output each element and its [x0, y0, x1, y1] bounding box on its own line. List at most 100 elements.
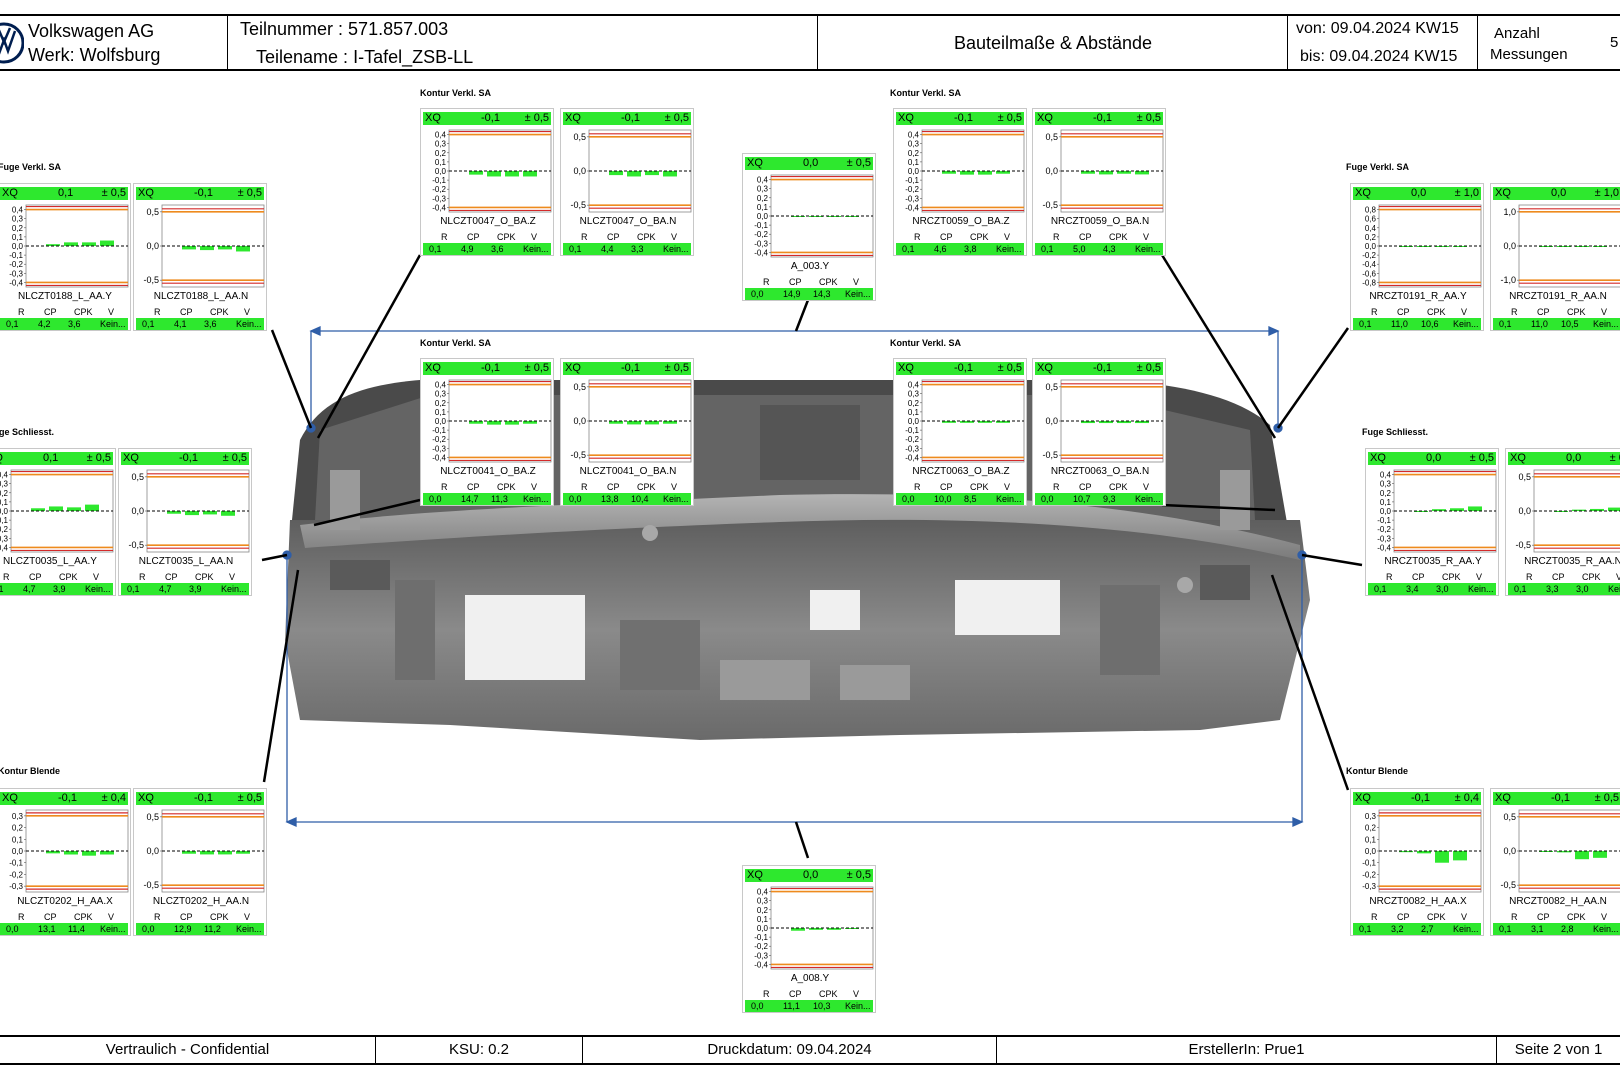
v-value: Kein...	[221, 584, 247, 594]
y-tick-label: -0,1	[432, 426, 446, 435]
cp-value: 11,1	[783, 1001, 800, 1011]
y-tick-label: 0,3	[1380, 480, 1392, 489]
data-bar	[791, 928, 805, 931]
card-chart: 0,40,30,20,10,0-0,1-0,2-0,3-0,4	[754, 174, 874, 257]
data-bar	[1081, 421, 1095, 424]
v-value: Kein...	[845, 289, 871, 299]
y-tick-label: 0,4	[757, 888, 769, 897]
card-chart: 0,40,30,20,10,0-0,1-0,2-0,3-0,4	[754, 886, 874, 969]
v-label: V	[244, 307, 251, 317]
cpk-label: CPK	[1567, 912, 1586, 922]
card-header: XQ 0,0 ± 0,5	[745, 157, 873, 170]
v-label: V	[244, 912, 251, 922]
data-bar	[523, 171, 537, 177]
r-label: R	[1511, 307, 1518, 317]
characteristic-name: NRCZT0035_R_AA.Y	[1384, 556, 1482, 567]
y-tick-label: 0,2	[12, 224, 24, 233]
characteristic-name: NLCZT0035_L_AA.N	[138, 556, 234, 567]
xq-label: XQ	[565, 362, 581, 374]
y-tick-label: -0,4	[432, 453, 446, 462]
y-tick-label: -0,5	[1515, 540, 1531, 550]
y-tick-label: 0,4	[908, 381, 920, 390]
y-tick-label: 0,5	[1518, 472, 1531, 482]
card-chart: 0,40,30,20,10,0-0,1-0,2-0,3-0,4	[432, 129, 552, 212]
data-bar	[469, 421, 483, 424]
xq-label: XQ	[1495, 187, 1511, 199]
y-tick-label: 0,3	[757, 185, 769, 194]
y-tick-label: 0,3	[12, 215, 24, 224]
y-tick-label: -0,1	[905, 176, 919, 185]
cp-value: 4,2	[38, 319, 51, 329]
r-label: R	[3, 572, 10, 582]
r-value: 0,0	[429, 494, 442, 504]
data-bar	[200, 851, 214, 855]
characteristic-name: NLCZT0047_O_BA.N	[579, 216, 677, 227]
mean-value: -0,1	[621, 362, 640, 374]
r-value: 0,0	[142, 924, 155, 934]
cpk-label: CPK	[210, 912, 229, 922]
data-bar	[645, 421, 659, 425]
card-stats: 0,0 10,0 8,5 Kein...	[896, 493, 1024, 505]
card-chart: 0,80,60,40,20,0-0,2-0,4-0,6-0,8	[1362, 204, 1482, 287]
cp-value: 4,7	[159, 584, 172, 594]
xq-label: XQ	[123, 452, 139, 464]
mean-value: -0,1	[194, 187, 213, 199]
from-label: von:	[1296, 20, 1327, 37]
cpk-value: 3,0	[1436, 584, 1449, 594]
v-value: Kein...	[663, 494, 689, 504]
card-chart: 0,50,0-0,5	[143, 809, 265, 893]
y-tick-label: 0,0	[1503, 846, 1516, 856]
count-label-1: Anzahl	[1494, 25, 1540, 42]
data-bar	[609, 171, 623, 176]
card-header: XQ -0,1 ± 0,5	[563, 112, 691, 125]
card-stats: 0,1 3,3 3,0 Kein...	[1508, 583, 1620, 595]
r-value: 0,1	[127, 584, 140, 594]
r-label: R	[763, 277, 770, 287]
measurement-card-c14[interactable]: XQ 0,1 ± 0,5 0,40,30,20,10,0-0,1-0,2-0,3…	[0, 448, 116, 596]
mean-value: -0,1	[481, 362, 500, 374]
card-chart: 0,40,30,20,10,0-0,1-0,2-0,3-0,4	[0, 469, 114, 552]
y-tick-label: -0,3	[9, 269, 23, 278]
cp-value: 13,8	[601, 494, 619, 504]
y-tick-label: 0,4	[435, 381, 447, 390]
characteristic-name: NRCZT0082_H_AA.X	[1369, 896, 1467, 907]
card-header: XQ -0,1 ± 0,5	[136, 187, 264, 200]
y-tick-label: -0,4	[754, 248, 768, 257]
tolerance-value: ± 0,5	[524, 112, 549, 124]
y-tick-label: 0,4	[0, 471, 9, 480]
data-bar	[82, 242, 96, 246]
cp-label: CP	[1397, 912, 1410, 922]
y-tick-label: -0,1	[754, 221, 768, 230]
card-chart: 0,50,0-0,5	[570, 129, 692, 213]
data-bar	[64, 242, 78, 246]
card-header: XQ 0,0 ± 0,5	[1508, 452, 1620, 465]
r-value: 0,1	[1374, 584, 1387, 594]
data-bar	[663, 171, 677, 177]
xq-label: XQ	[0, 452, 3, 465]
cpk-value: 2,8	[1561, 924, 1574, 934]
cp-value: 4,1	[174, 319, 187, 329]
measurement-card-c17[interactable]: XQ 0,0 ± 0,5 0,50,0-0,5 NRCZT0035_R_AA.N…	[1505, 448, 1620, 596]
tolerance-value: ± 0,4	[101, 792, 126, 804]
data-bar	[31, 508, 45, 511]
